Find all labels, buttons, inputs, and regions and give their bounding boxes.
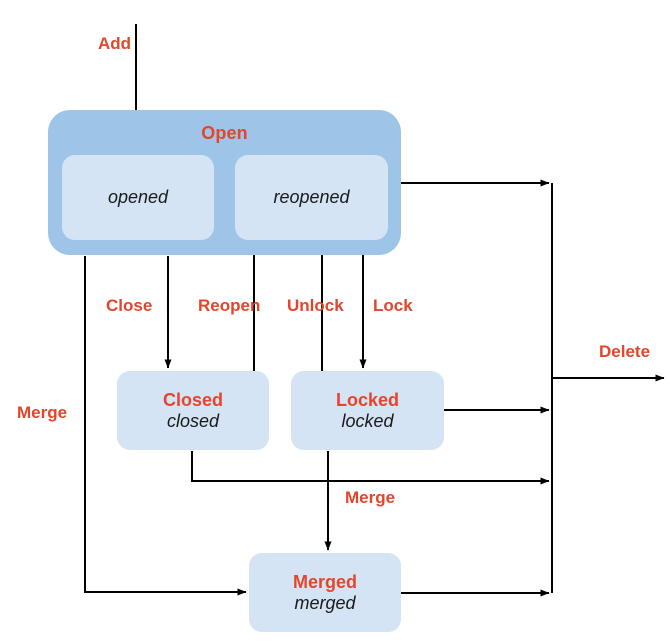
edge-label-reopen: Reopen [198,296,261,315]
state-node-locked[interactable]: Locked locked [291,371,444,450]
state-node-merged[interactable]: Merged merged [249,553,401,632]
state-node-merged-title: Merged [292,571,357,592]
edge-label-add: Add [98,34,132,53]
edge-label-delete: Delete [599,342,651,361]
state-node-closed[interactable]: Closed closed [117,371,269,450]
state-node-merged-label: merged [294,592,356,613]
edge-label-merge-left: Merge [17,403,68,422]
edge-label-merge-middle: Merge [345,488,396,507]
state-node-closed-title: Closed [162,389,223,410]
state-node-opened-label: opened [107,187,169,207]
state-group-open-title: Open [201,123,248,143]
edge-merge-from-open [84,256,247,596]
state-node-opened[interactable]: opened [62,155,214,240]
state-node-closed-label: closed [166,410,220,431]
edge-label-unlock: Unlock [287,296,344,315]
state-node-locked-label: locked [341,410,394,431]
state-node-reopened-label: reopened [273,187,350,207]
state-node-locked-title: Locked [335,389,400,410]
edge-delete-from-closed [191,451,550,485]
edge-label-lock: Lock [373,296,413,315]
state-node-reopened[interactable]: reopened [235,155,388,240]
edge-label-close: Close [106,296,153,315]
